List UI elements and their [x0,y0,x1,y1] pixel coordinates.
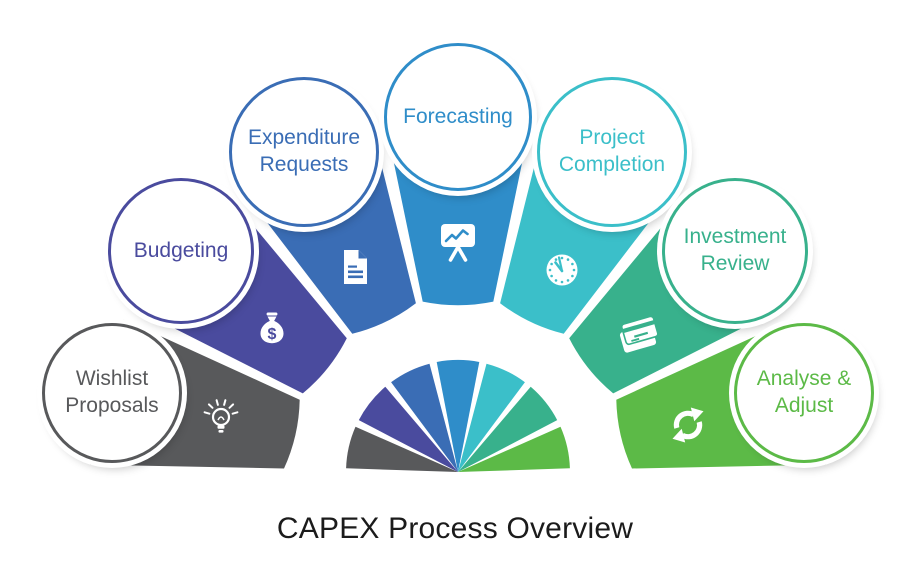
node-label: Wishlist Proposals [65,367,159,417]
node-expenditure-requests: Expenditure Requests [229,77,379,227]
node-wishlist-proposals: Wishlist Proposals [42,323,182,463]
node-label: Forecasting [403,104,513,128]
segment-inner-wedge-2 [391,363,458,472]
segment-inner-wedge-1 [358,386,458,472]
node-label: Expenditure Requests [247,126,361,176]
node-label: Investment Review [683,225,787,275]
node-project-completion: Project Completion [537,77,687,227]
node-budgeting: Budgeting [108,178,254,324]
credit-card-icon [619,315,659,353]
svg-text:$: $ [268,326,277,343]
clock-icon [546,254,578,286]
lightbulb-icon [203,399,239,433]
diagram-title: CAPEX Process Overview [276,512,634,545]
node-analyse-adjust: Analyse & Adjust [734,323,874,463]
segment-inner-wedge-5 [458,386,558,472]
sync-arrows-icon [672,407,704,443]
segment-inner-wedge-4 [458,363,525,472]
presentation-chart-icon [441,224,475,262]
document-icon [344,250,367,284]
node-forecasting: Forecasting [384,43,532,191]
node-label: Analyse & Adjust [756,367,852,417]
node-label: Project Completion [558,126,666,176]
segment-inner-wedge-3 [436,359,480,472]
segment-inner-wedge-6 [458,426,570,472]
node-investment-review: Investment Review [662,178,808,324]
segment-inner-wedge-0 [346,426,458,472]
node-label: Budgeting [133,238,229,262]
money-bag-icon: $ [260,312,284,344]
